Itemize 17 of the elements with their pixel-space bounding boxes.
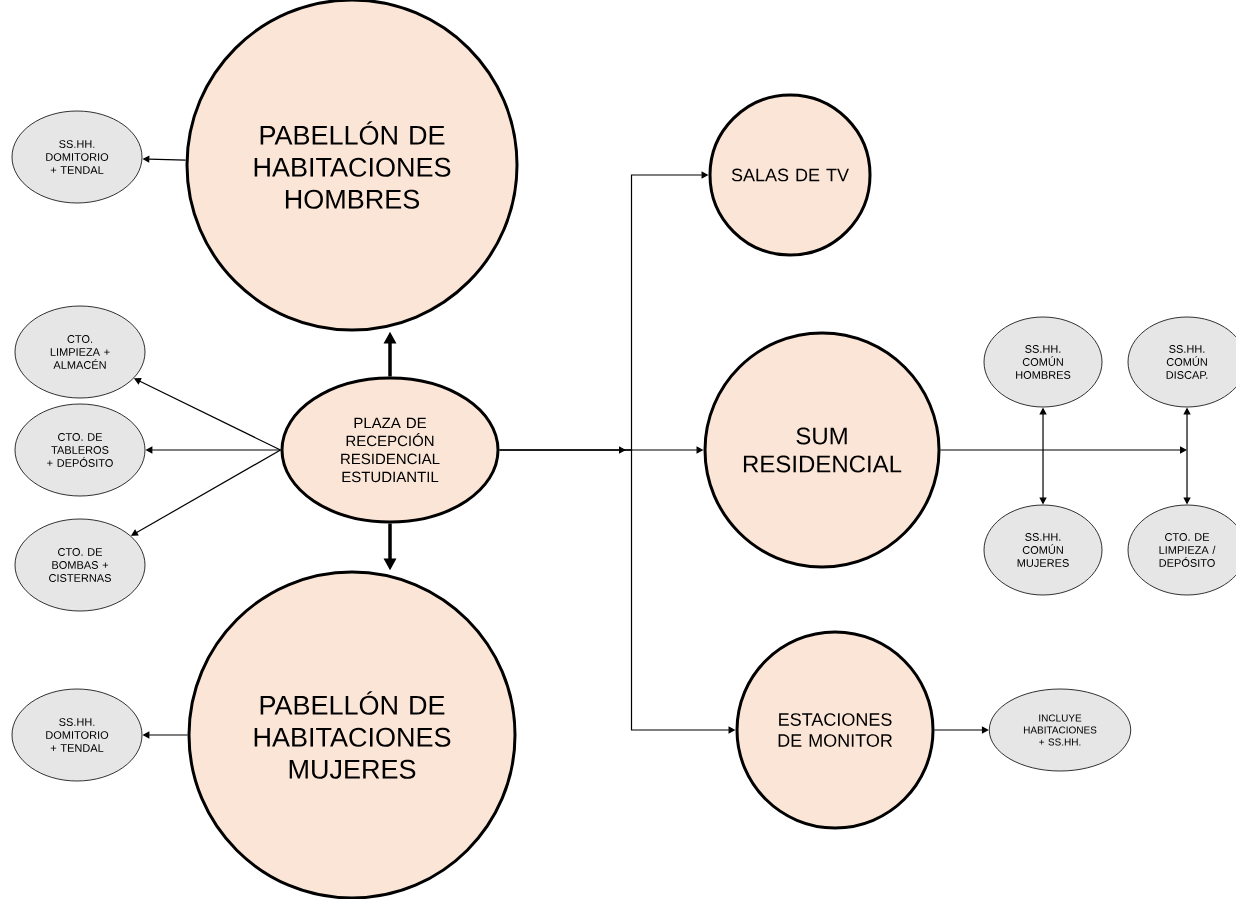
- arrow: [939, 446, 1187, 454]
- ellipse-node: SS.HH. DOMITORIO + TENDAL: [11, 688, 143, 782]
- ellipse-node: SS.HH. COMÚN DISCAP.: [1127, 316, 1236, 408]
- circle-node: PABELLÓN DE HABITACIONES MUJERES: [187, 570, 517, 899]
- ellipse-node: CTO. DE LIMPIEZA / DEPÓSITO: [1127, 504, 1236, 596]
- circle-node: SALAS DE TV: [708, 93, 872, 257]
- ellipse-node: SS.HH. DOMITORIO + TENDAL: [11, 110, 143, 204]
- ellipse-node: PLAZA DE RECEPCIÓN RESIDENCIAL ESTUDIANTIL: [280, 376, 500, 524]
- circle-node: SUM RESIDENCIAL: [703, 331, 941, 569]
- arrow: [933, 726, 989, 734]
- ellipse-node: INCLUYE HABITACIONES + SS.HH.: [988, 688, 1132, 772]
- ellipse-node: CTO. LIMPIEZA + ALMACÉN: [14, 305, 146, 399]
- ellipse-node: SS.HH. COMÚN MUJERES: [983, 504, 1103, 596]
- ellipse-node: SS.HH. COMÚN HOMBRES: [983, 316, 1103, 408]
- ellipse-node: CTO. DE TABLEROS + DEPÓSITO: [14, 403, 146, 497]
- ellipse-node: CTO. DE BOMBAS + CISTERNAS: [14, 518, 146, 612]
- circle-node: ESTACIONES DE MONITOR: [735, 630, 935, 830]
